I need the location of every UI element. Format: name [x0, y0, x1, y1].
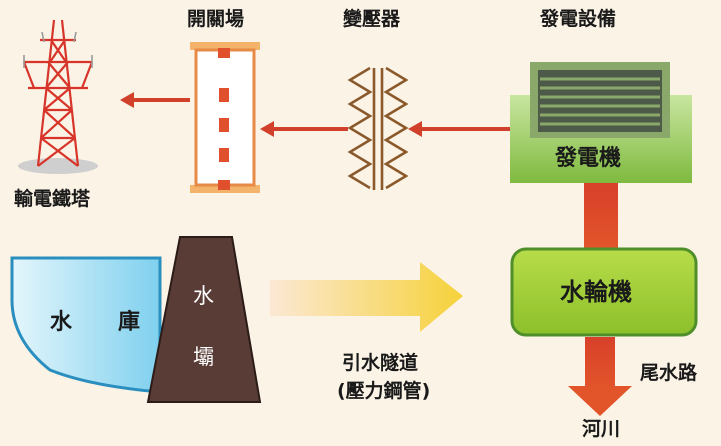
turbine-box — [510, 247, 698, 337]
generator-turbine-shaft — [584, 183, 618, 249]
switchyard-icon — [190, 42, 260, 193]
headrace-tunnel-arrow — [270, 262, 463, 332]
dam-label-top: 水 — [193, 284, 214, 308]
dam-shape — [146, 236, 262, 403]
dam-label-bottom: 壩 — [193, 345, 214, 369]
generation-equipment-label: 發電設備 — [540, 8, 617, 30]
river-label: 河川 — [582, 418, 621, 440]
tower-label: 輸電鐵塔 — [14, 188, 91, 210]
transformer-label: 變壓器 — [343, 8, 401, 30]
power-flow-arrows — [120, 92, 512, 137]
reservoir-label-right: 庫 — [118, 310, 141, 335]
tailrace-label: 尾水路 — [640, 362, 698, 384]
tunnel-label-line2: (壓力鋼管) — [337, 380, 431, 402]
switchyard-label: 開關場 — [187, 8, 245, 30]
transmission-tower-icon — [18, 19, 98, 174]
reservoir-water — [10, 256, 162, 394]
turbine-label: 水輪機 — [560, 278, 632, 306]
transformer-icon — [347, 66, 409, 190]
tunnel-label-line1: 引水隧道 — [342, 352, 419, 374]
generator-icon — [510, 62, 692, 183]
reservoir-label-left: 水 — [50, 310, 73, 335]
tailrace-arrow — [568, 337, 632, 416]
generator-label: 發電機 — [555, 146, 622, 171]
